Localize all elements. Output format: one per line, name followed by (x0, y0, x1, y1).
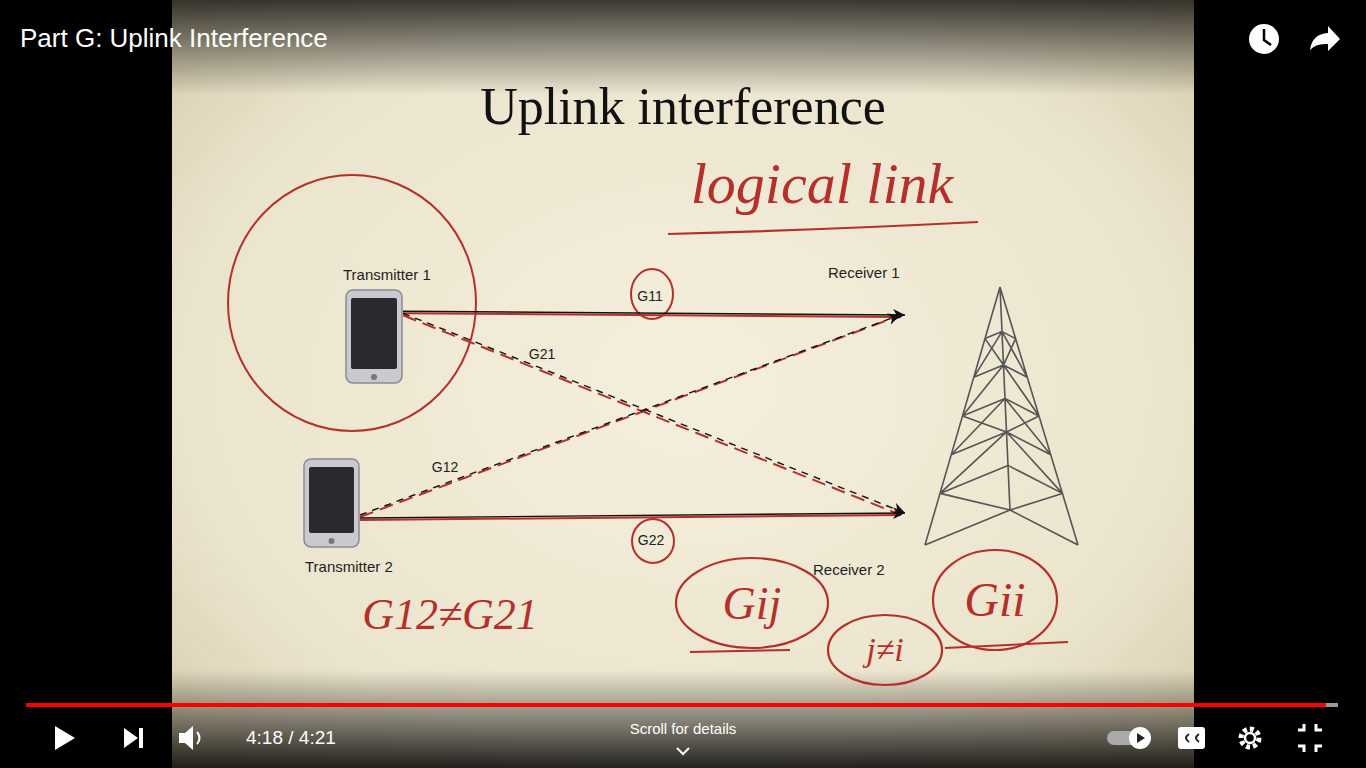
phone-icon (345, 289, 403, 384)
label-anchor: logical link (691, 151, 954, 218)
gain-label: G22 (636, 532, 666, 548)
annotation-circle (632, 519, 674, 563)
connector-arrow (360, 513, 905, 518)
time-display: 4:18 / 4:21 (246, 727, 336, 749)
captions-icon (1178, 727, 1205, 749)
slide-background (172, 0, 1194, 768)
video-title: Part G: Uplink Interference (20, 24, 328, 54)
node-label: Receiver 1 (808, 264, 900, 281)
tower-illustration (925, 287, 1078, 545)
gain-label: G11 (635, 288, 664, 304)
label-anchor: Scroll for details (630, 720, 737, 737)
clock-hands (1264, 29, 1271, 45)
gain-label: G12 (430, 459, 460, 475)
annotation-underline (668, 222, 978, 234)
node-label: Transmitter 1 (338, 266, 431, 283)
autoplay-play (1137, 733, 1145, 743)
label-anchor: 4:18 / 4:21 (246, 727, 336, 749)
slide-title: Uplink interference (480, 77, 886, 137)
annotation-circle (933, 550, 1057, 650)
progress-rest (1326, 703, 1338, 707)
label-anchor: G12≠G21 (362, 590, 538, 641)
edge-label-anchor: G22 (636, 532, 666, 548)
phone-screen (351, 298, 397, 369)
next-icon (124, 728, 143, 748)
phone-button (329, 538, 335, 544)
scroll-chevron (677, 748, 689, 754)
fullscreen-exit-icon (1298, 724, 1322, 752)
handwritten-symbol: Gij (723, 578, 782, 631)
settings-icon (1241, 729, 1259, 747)
gain-label: G21 (527, 346, 557, 362)
node-label: Transmitter 2 (298, 558, 393, 575)
annotation-circle (228, 175, 476, 431)
phone-button (371, 374, 377, 380)
edge-label-anchor: G21 (527, 346, 557, 362)
phone-icon (303, 458, 360, 548)
share-icon (1310, 26, 1340, 51)
annotation-underline (945, 642, 1068, 648)
volume-wave (197, 732, 200, 744)
handwritten-inequality: G12≠G21 (362, 590, 538, 641)
handwritten-symbol: j≠i (866, 630, 904, 669)
scroll-hint: Scroll for details (630, 720, 737, 737)
transmitter-node: Transmitter 1 (338, 266, 431, 384)
annotation-circle (828, 615, 942, 685)
transmitter-node: Transmitter 2 (298, 458, 393, 575)
connector-arrow (403, 311, 905, 315)
edge-label-anchor: G11 (635, 288, 664, 304)
handwritten-symbol: Gii (964, 572, 1025, 627)
annotation-circle (631, 269, 673, 319)
label-anchor: Gij (723, 578, 782, 631)
edge-label-anchor: G12 (430, 459, 460, 475)
autoplay-knob (1129, 727, 1151, 749)
connector-arrow (403, 313, 905, 513)
settings-hub (1245, 733, 1255, 743)
label-anchor: Gii (964, 572, 1025, 627)
phone-body (304, 459, 359, 547)
clock-icon (1249, 24, 1279, 54)
annotation-trace (403, 315, 901, 515)
title-anchor: Uplink interference (480, 77, 886, 137)
volume-icon (179, 726, 193, 750)
label-anchor: j≠i (866, 630, 904, 669)
receiver-node: Receiver 1 (808, 264, 900, 315)
connector-arrow (360, 315, 900, 515)
play-icon (55, 726, 75, 750)
receiver-node: Receiver 2 (808, 513, 885, 578)
phone-screen (309, 467, 354, 533)
label-anchor: Part G: Uplink Interference (20, 24, 328, 54)
annotation-circle (676, 558, 828, 648)
bottom-shade (0, 670, 1366, 768)
node-label: Receiver 2 (808, 561, 885, 578)
handwritten-note: logical link (691, 151, 954, 218)
annotation-underline (690, 650, 790, 652)
captions-marks (1186, 734, 1199, 742)
phone-body (346, 290, 402, 383)
progress-played (26, 703, 1326, 707)
